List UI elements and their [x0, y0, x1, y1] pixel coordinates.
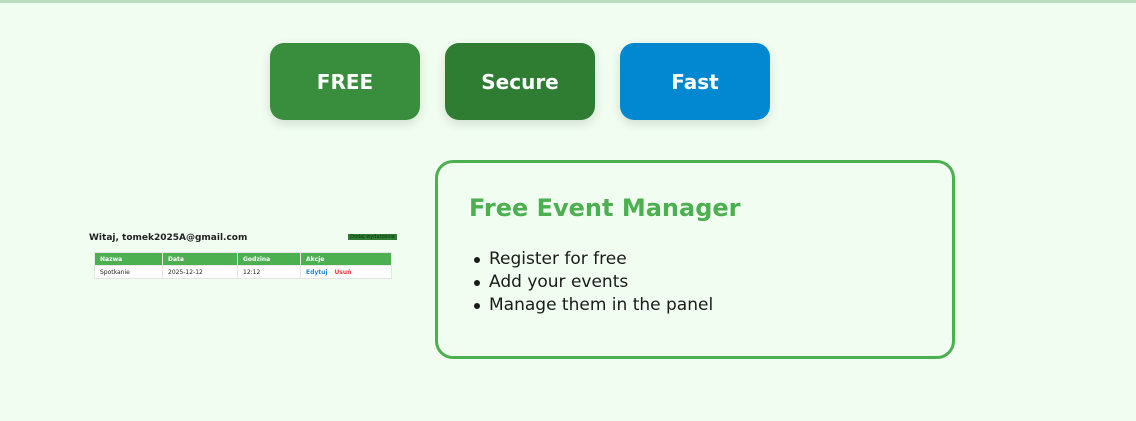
secure-feature-button[interactable]: Secure — [445, 43, 595, 120]
column-header-time: Godzina — [237, 252, 301, 266]
top-divider — [0, 0, 1136, 3]
events-table: Nazwa Data Godzina Akcje Spotkanie 2025-… — [94, 252, 392, 279]
delete-link[interactable]: Usuń — [334, 268, 352, 276]
add-event-button[interactable]: Dodaj wydarzenie — [348, 234, 397, 240]
event-date-cell: 2025-12-12 — [162, 265, 238, 279]
column-header-date: Data — [162, 252, 238, 266]
event-name-cell: Spotkanie — [94, 265, 163, 279]
feature-list: Register for free Add your events Manage… — [469, 248, 713, 317]
fast-feature-button[interactable]: Fast — [620, 43, 770, 120]
feature-list-item: Add your events — [469, 271, 713, 294]
free-feature-button[interactable]: FREE — [270, 43, 420, 120]
panel-preview: Witaj, tomek2025A@gmail.com Dodaj wydarz… — [89, 230, 399, 290]
info-title: Free Event Manager — [469, 194, 741, 222]
event-time-cell: 12:12 — [237, 265, 301, 279]
edit-link[interactable]: Edytuj — [306, 268, 328, 276]
feature-list-item: Manage them in the panel — [469, 294, 713, 317]
table-header-row: Nazwa Data Godzina Akcje — [94, 252, 392, 266]
feature-list-item: Register for free — [469, 248, 713, 271]
welcome-text: Witaj, tomek2025A@gmail.com — [89, 233, 248, 243]
event-actions-cell: Edytuj Usuń — [300, 265, 392, 279]
column-header-name: Nazwa — [94, 252, 163, 266]
info-card: Free Event Manager Register for free Add… — [435, 160, 955, 359]
table-row: Spotkanie 2025-12-12 12:12 Edytuj Usuń — [94, 265, 392, 279]
column-header-actions: Akcje — [300, 252, 392, 266]
